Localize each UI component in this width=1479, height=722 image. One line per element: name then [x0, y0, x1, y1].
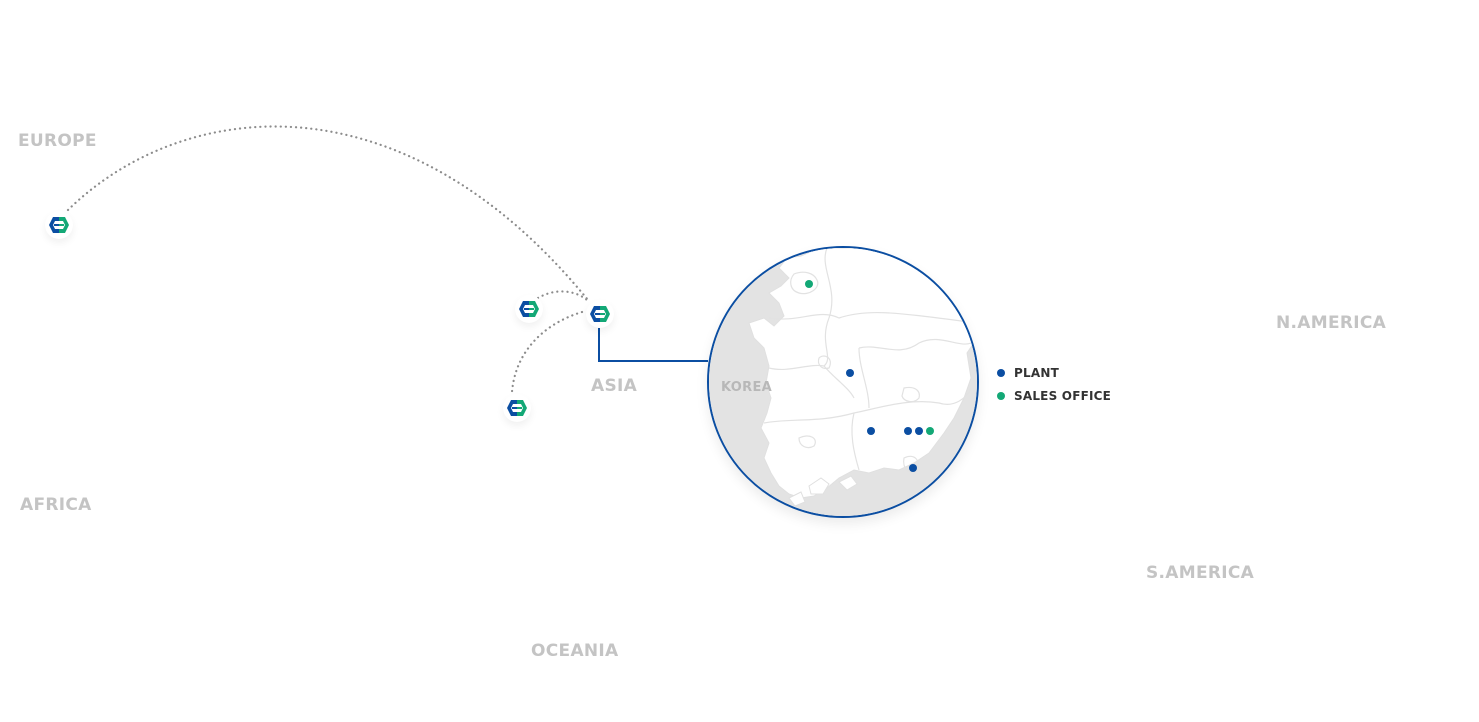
korea-map-graphic: [709, 248, 977, 516]
connector-line-to-korea: [598, 328, 708, 362]
province-borders: [763, 248, 977, 473]
sales-office-dot-icon: [997, 391, 1005, 400]
inset-site-dots: [805, 280, 934, 472]
company-logo-icon: [590, 306, 610, 322]
korea-label: KOREA: [721, 380, 772, 395]
legend-label-sales-office: SALES OFFICE: [1014, 388, 1112, 403]
site-marker-asia-main[interactable]: [586, 300, 614, 328]
region-label-north-america[interactable]: N.AMERICA: [1276, 313, 1387, 333]
plant-site-dot[interactable]: [846, 369, 854, 377]
island: [808, 477, 830, 495]
region-label-africa[interactable]: AFRICA: [20, 495, 92, 515]
legend-item-plant[interactable]: PLANT: [997, 361, 1111, 384]
region-label-asia[interactable]: ASIA: [591, 376, 638, 396]
korea-inset-map[interactable]: KOREA: [707, 246, 979, 518]
legend: PLANT SALES OFFICE: [997, 361, 1111, 407]
route-asia-west: [536, 290, 589, 302]
island: [788, 491, 806, 507]
region-label-south-america[interactable]: S.AMERICA: [1146, 563, 1255, 583]
island: [838, 475, 858, 491]
plant-site-dot[interactable]: [904, 427, 912, 435]
site-marker-asia-west[interactable]: [515, 295, 543, 323]
company-logo-icon: [49, 217, 69, 233]
site-marker-europe[interactable]: [45, 211, 73, 239]
region-label-europe[interactable]: EUROPE: [18, 131, 97, 151]
route-europe-asia: [66, 125, 590, 302]
region-label-oceania[interactable]: OCEANIA: [531, 641, 619, 661]
site-marker-asia-south[interactable]: [503, 394, 531, 422]
legend-label-plant: PLANT: [1014, 365, 1059, 380]
sales-office-site-dot[interactable]: [926, 427, 934, 435]
company-logo-icon: [519, 301, 539, 317]
plant-site-dot[interactable]: [867, 427, 875, 435]
route-asia-south: [510, 310, 584, 394]
sales-office-site-dot[interactable]: [805, 280, 813, 288]
plant-dot-icon: [997, 368, 1005, 377]
plant-site-dot[interactable]: [915, 427, 923, 435]
company-logo-icon: [507, 400, 527, 416]
legend-item-sales-office[interactable]: SALES OFFICE: [997, 384, 1111, 407]
plant-site-dot[interactable]: [909, 464, 917, 472]
